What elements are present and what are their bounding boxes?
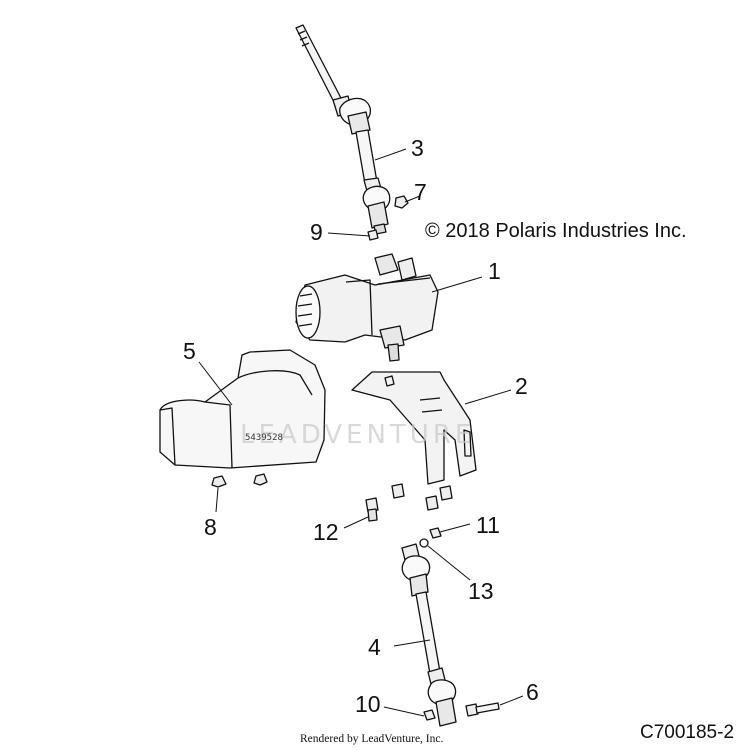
nut-part-7 (394, 195, 409, 209)
callout-2: 2 (515, 373, 528, 399)
bolt-part-12-c (425, 495, 439, 511)
bolt-part-9 (367, 229, 379, 241)
bolt-part-12-a (365, 497, 379, 522)
nut-part-8-a (211, 475, 227, 488)
callout-12: 12 (313, 519, 339, 545)
upper-steering-shaft (295, 24, 391, 235)
bolt-part-12-d (439, 485, 453, 501)
copyright-notice: © 2018 Polaris Industries Inc. (425, 220, 687, 242)
leader-4 (393, 639, 431, 647)
leader-8 (215, 487, 219, 513)
callout-11: 11 (476, 512, 500, 538)
leader-10 (383, 706, 425, 717)
callout-7: 7 (414, 179, 427, 205)
leader-3 (374, 148, 407, 161)
leader-2 (464, 389, 512, 405)
leader-9 (327, 232, 371, 237)
leader-lines (198, 148, 524, 717)
rendered-by-credit: Rendered by LeadVenture, Inc. (300, 733, 444, 745)
nut-part-10 (423, 709, 436, 721)
watermark: LEADVENTURE (240, 420, 476, 450)
callout-9: 9 (310, 219, 323, 245)
callout-5: 5 (183, 338, 196, 364)
mounting-bracket (351, 371, 477, 485)
callout-10: 10 (355, 691, 381, 717)
callout-6: 6 (526, 679, 539, 705)
part-stamp: 5439528 (245, 433, 283, 443)
power-steering-unit (295, 253, 439, 362)
leader-12 (343, 516, 369, 529)
nut-part-8-b (253, 473, 268, 486)
bolt-part-12-b (391, 483, 405, 499)
diagram-code: C700185-2 (640, 722, 735, 743)
leader-1 (431, 276, 483, 293)
washer-part-13 (419, 538, 429, 548)
leader-6 (499, 695, 524, 706)
lower-steering-shaft (401, 543, 457, 727)
callout-1: 1 (488, 258, 501, 284)
leader-11 (439, 523, 471, 533)
leader-7 (404, 195, 421, 203)
bolt-part-11 (429, 527, 442, 539)
heat-shield (159, 349, 326, 469)
callout-13: 13 (468, 578, 494, 604)
callout-4: 4 (368, 634, 381, 660)
callout-8: 8 (204, 514, 217, 540)
callout-3: 3 (411, 135, 424, 161)
leader-5 (198, 361, 233, 406)
bolt-part-6 (465, 702, 500, 717)
leader-13 (427, 545, 471, 581)
